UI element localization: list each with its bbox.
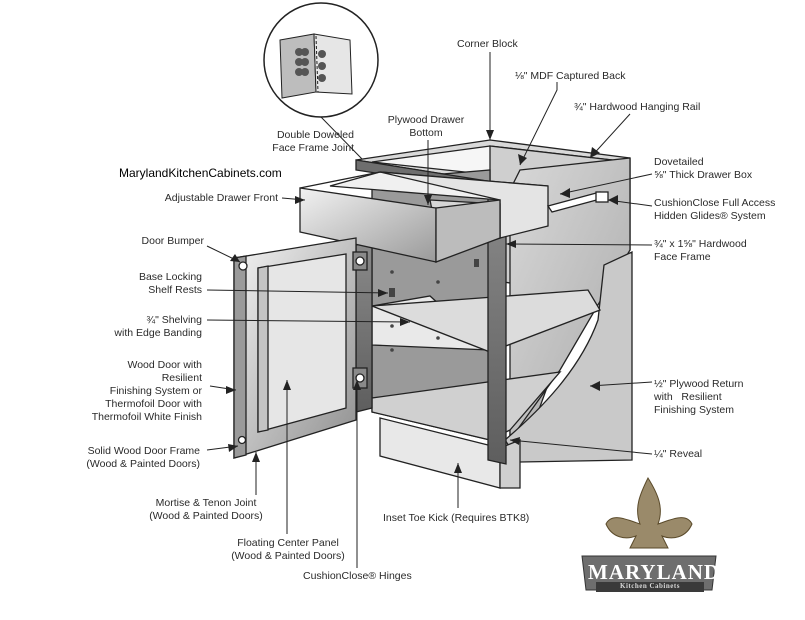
dowel-joint-detail: [263, 2, 379, 161]
website-url: MarylandKitchenCabinets.com: [119, 166, 282, 180]
label-plywood-return: ½" Plywood Return with Resilient Finishi…: [654, 378, 744, 416]
maryland-logo: [581, 476, 717, 592]
label-door-bumper: Door Bumper: [141, 235, 204, 247]
label-adjustable-drawer-front: Adjustable Drawer Front: [164, 192, 278, 204]
label-hinges: CushionClose® Hinges: [303, 570, 412, 582]
label-mdf-back: ⅛" MDF Captured Back: [515, 70, 626, 82]
leader-lines: [206, 52, 653, 568]
label-reveal: ¼" Reveal: [654, 448, 703, 460]
label-hanging-rail: ¾" Hardwood Hanging Rail: [574, 101, 701, 113]
shelf-rests: [389, 259, 479, 352]
label-wood-door: Wood Door with Resilient Finishing Syste…: [91, 359, 202, 423]
label-corner-block: Corner Block: [457, 38, 518, 50]
label-double-doweled: Double Doweled Face Frame Joint: [272, 129, 354, 154]
label-base-locking: Base Locking Shelf Rests: [138, 271, 202, 296]
label-inset-toe-kick: Inset Toe Kick (Requires BTK8): [383, 512, 530, 524]
label-plywood-drawer-bottom: Plywood Drawer Bottom: [387, 114, 465, 139]
label-mortise-tenon: Mortise & Tenon Joint (Wood & Painted Do…: [149, 497, 263, 522]
label-face-frame: ¾" x 1⅝" Hardwood Face Frame: [654, 238, 747, 263]
logo-tagline: Kitchen Cabinets: [620, 582, 680, 590]
label-dovetailed: Dovetailed ⅝" Thick Drawer Box: [654, 156, 753, 181]
label-floating-panel: Floating Center Panel (Wood & Painted Do…: [231, 537, 345, 562]
label-solid-wood-frame: Solid Wood Door Frame (Wood & Painted Do…: [86, 445, 200, 470]
label-cushionclose-glides: CushionClose Full Access Hidden Glides® …: [654, 197, 776, 222]
drawer: [299, 171, 609, 263]
logo-brand-text: MARYLAND: [588, 560, 721, 584]
label-shelving: ¾" Shelving with Edge Banding: [114, 314, 202, 339]
door: [233, 237, 368, 459]
